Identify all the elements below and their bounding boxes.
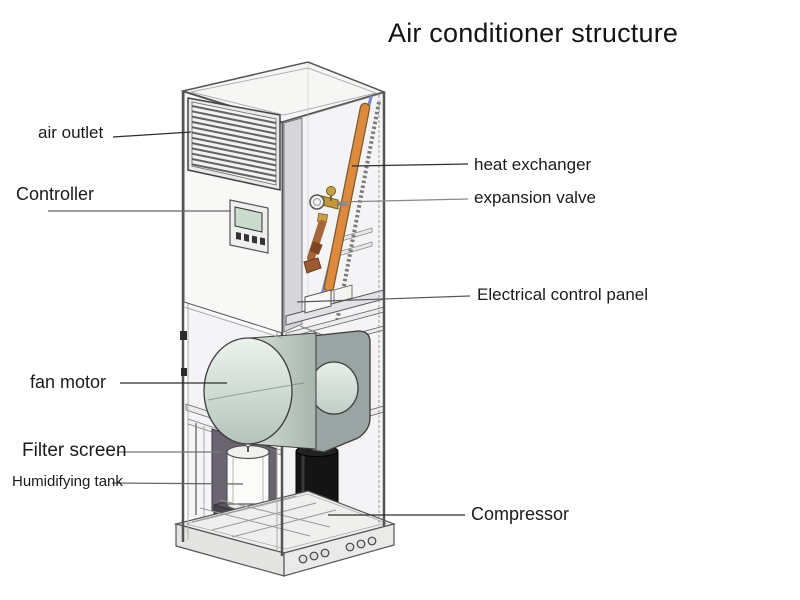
base-cross-rail	[219, 499, 331, 528]
base-skirt-right	[283, 523, 395, 577]
base-cross-rail	[199, 507, 311, 537]
base-rail	[191, 495, 297, 523]
leader-heat-exchanger	[351, 163, 469, 167]
label-controller: Controller	[16, 184, 95, 204]
base-frame	[173, 490, 396, 577]
base-hole	[298, 554, 308, 564]
cabinet-top-inset	[190, 67, 378, 116]
controller-button	[236, 232, 241, 240]
upper-interior	[303, 95, 381, 323]
base-hole	[320, 548, 330, 558]
front-panel-section	[183, 91, 283, 339]
fan-drum-face	[203, 337, 293, 445]
base-rail	[231, 509, 337, 538]
diagram-title: Air conditioner structure	[388, 18, 679, 48]
controller-button	[260, 237, 265, 246]
fan-inlet-hole	[309, 361, 359, 415]
controller-button	[244, 233, 249, 242]
label-fan-motor: fan motor	[30, 372, 107, 392]
label-air-outlet: air outlet	[38, 123, 104, 142]
valve-pipe-stub	[337, 202, 349, 207]
front-panel-lip	[183, 306, 283, 339]
hinge-nub	[180, 331, 187, 340]
label-electrical-control-panel: Electrical control panel	[477, 285, 649, 304]
leader-air-outlet	[112, 131, 192, 138]
base-hole	[309, 551, 319, 561]
valve-gauge-dial	[313, 198, 321, 206]
base-hole	[356, 539, 366, 549]
heat-exchanger-tube	[325, 104, 369, 291]
label-compressor: Compressor	[471, 504, 570, 524]
label-expansion-valve: expansion valve	[474, 188, 596, 207]
control-box-small	[333, 284, 353, 304]
base-rail	[211, 502, 317, 531]
label-filter-screen: Filter screen	[22, 440, 127, 461]
label-humidifying-tank: Humidifying tank	[12, 473, 123, 490]
hinge-nub	[181, 368, 187, 376]
valve-bulb	[326, 186, 336, 196]
fan-blower	[203, 330, 371, 453]
leader-lines	[48, 131, 471, 516]
controller-panel	[229, 199, 269, 254]
base-hole	[345, 542, 355, 552]
leader-expansion-valve	[336, 198, 469, 203]
fan-seam	[207, 382, 305, 401]
copper-collar	[309, 241, 323, 255]
hatched-frame-member	[335, 101, 381, 323]
controller-button	[252, 235, 257, 244]
copper-flare	[303, 257, 322, 274]
valve-gauge	[309, 194, 325, 210]
air-outlet-grille	[187, 97, 281, 191]
label-heat-exchanger: heat exchanger	[474, 155, 592, 174]
inner-side-strip	[283, 117, 303, 333]
expansion-valve-assembly	[303, 186, 349, 274]
leader-humidifying-tank	[111, 482, 244, 485]
controller-display	[234, 206, 263, 233]
base-top-inset	[185, 493, 388, 550]
grille-slats	[191, 105, 277, 183]
base-hole	[367, 536, 377, 546]
leader-electrical-control-panel	[296, 295, 471, 303]
